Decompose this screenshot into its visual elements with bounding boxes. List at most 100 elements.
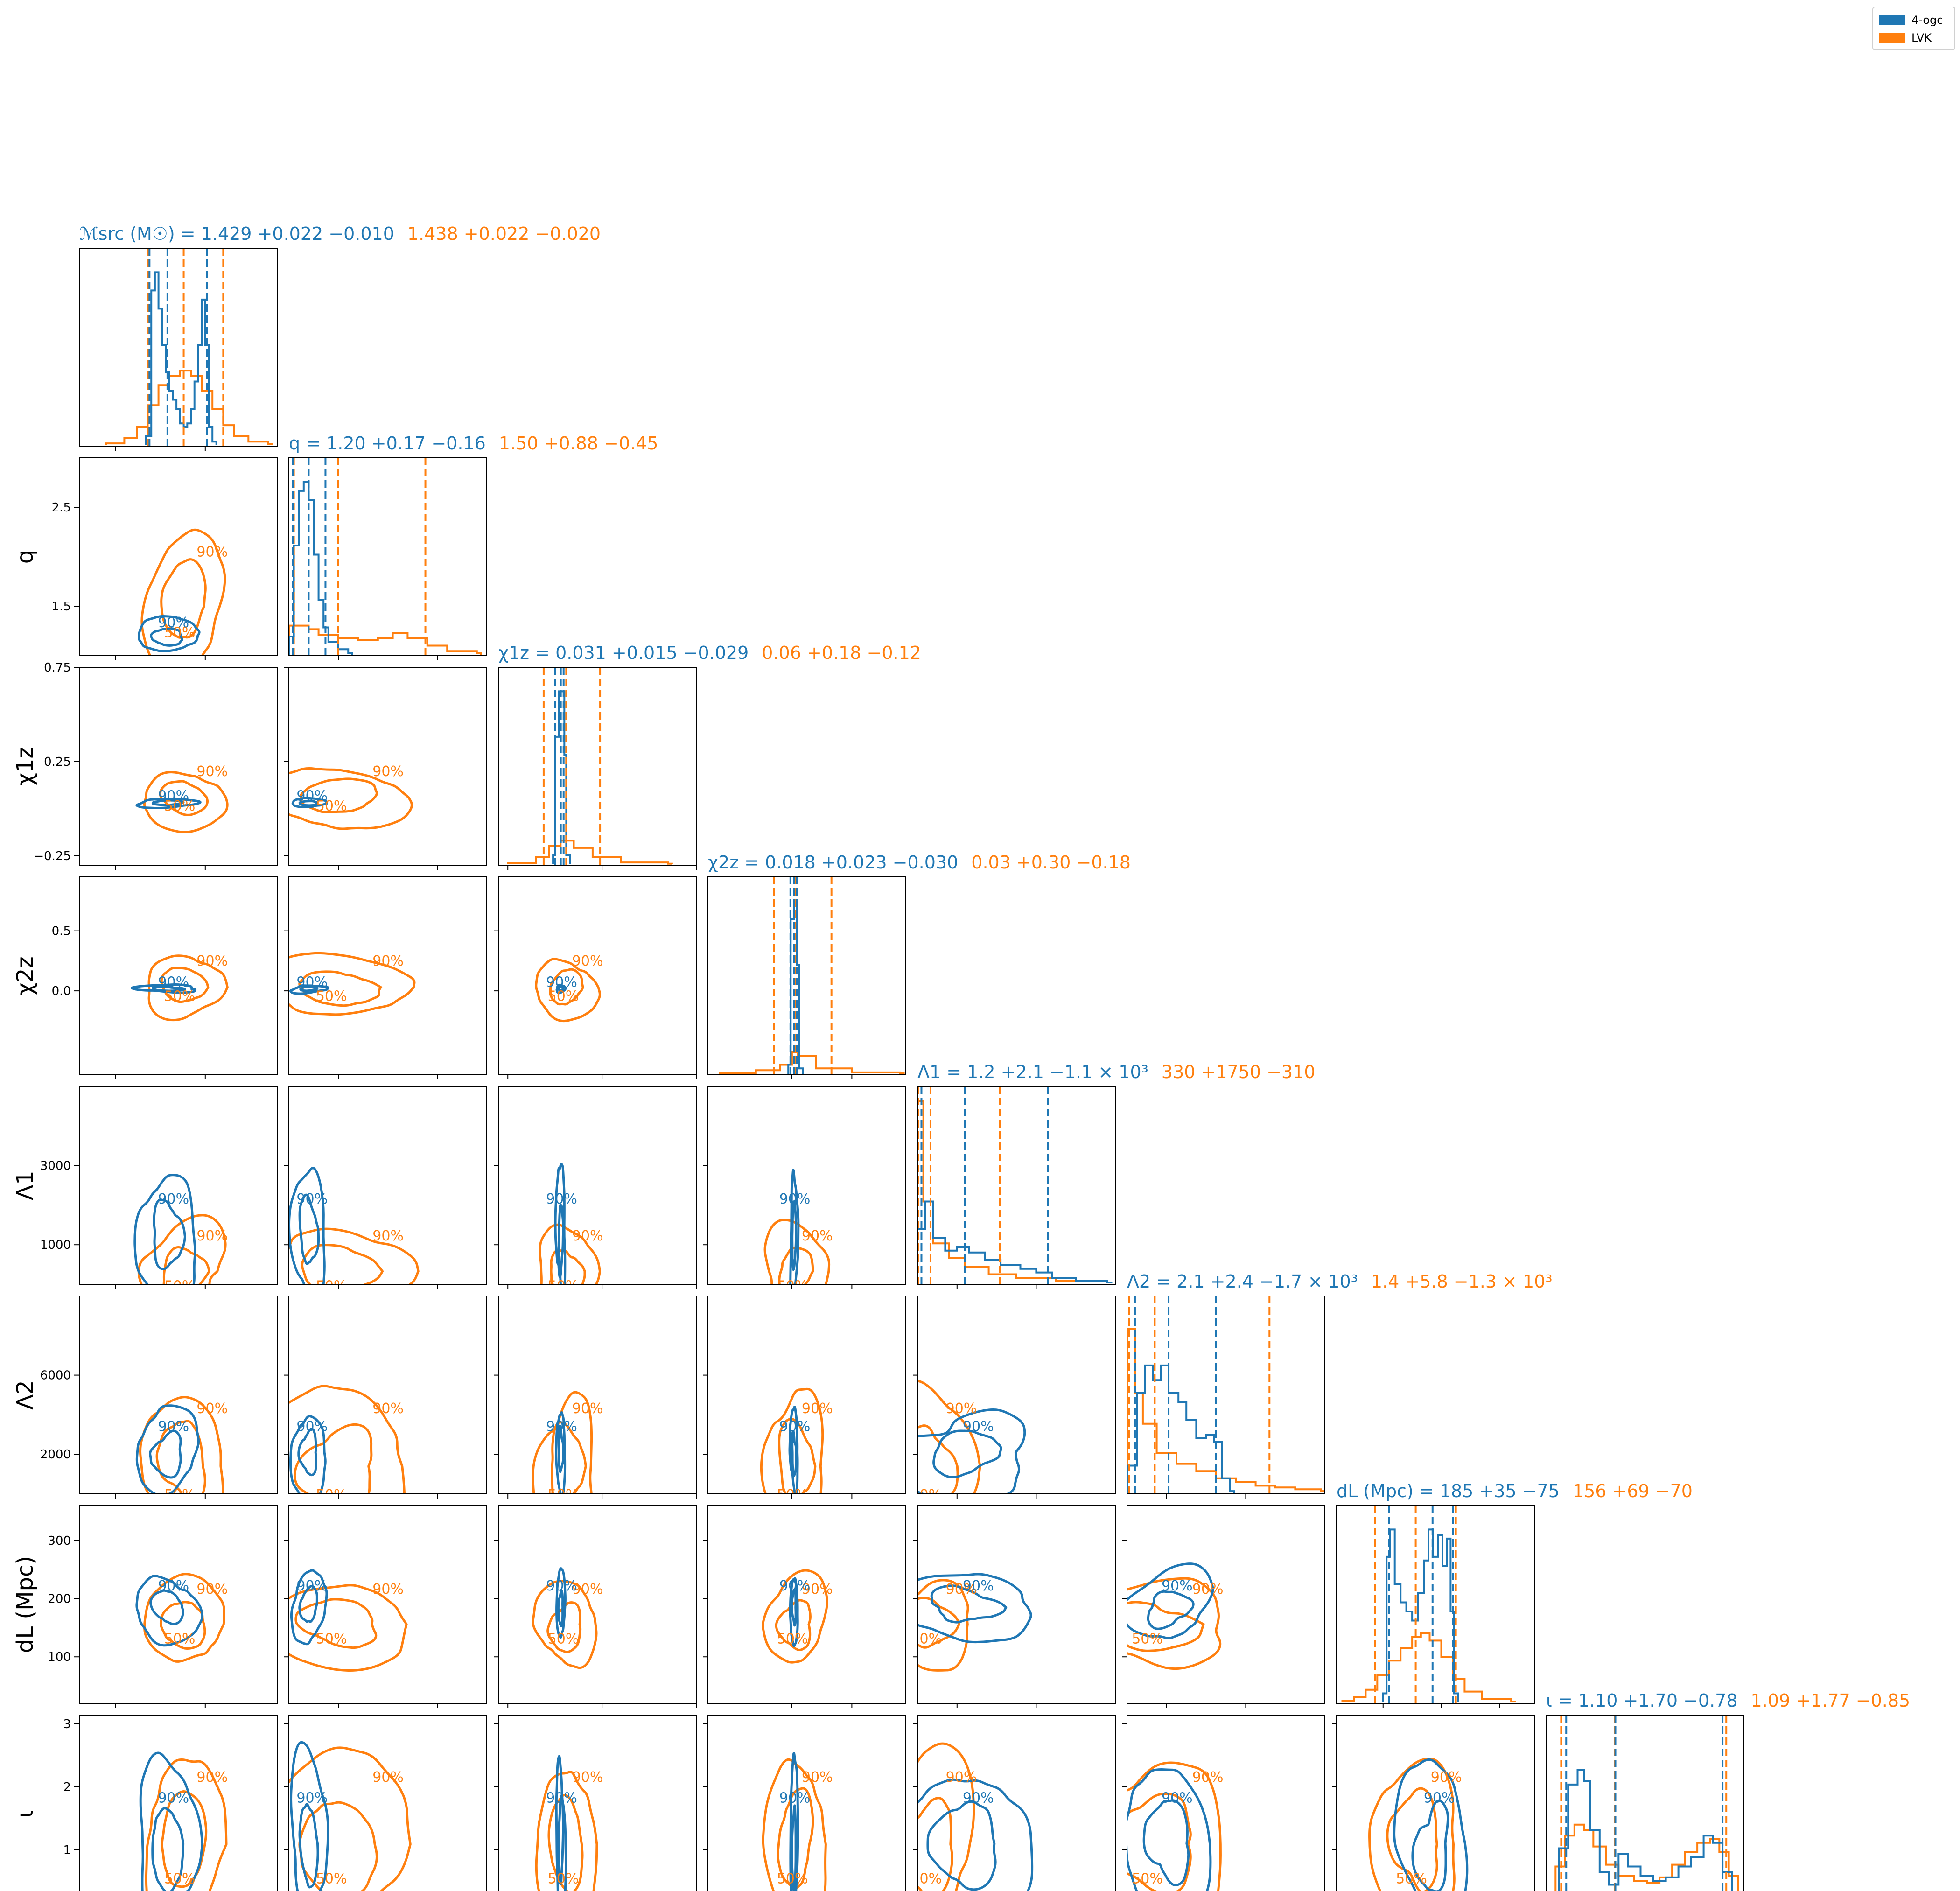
contour-90-lvk (289, 1227, 420, 1284)
panel-mchirp-vs-q: 90%50%90% (79, 457, 278, 656)
contour-90-lvk (535, 1771, 598, 1891)
contour-area: 90%50%90% (133, 1174, 228, 1284)
contour-50-4ogc (1147, 1590, 1195, 1630)
contour-label-90-4ogc: 90% (296, 788, 328, 805)
y-axis-label-chi1z: χ1z (12, 747, 38, 785)
contour-label-90-4ogc: 90% (546, 1790, 577, 1807)
panel-chi2z-vs-dl: 90%50%90% (707, 1505, 906, 1704)
contour-label-50-lvk: 50% (548, 1487, 579, 1503)
contour-90-4ogc (917, 1408, 1026, 1494)
y-tick-label-iota: 2 (63, 1780, 71, 1794)
contour-90-4ogc (290, 1569, 328, 1646)
panel-mchirp-vs-lambda1: 90%50%90% (79, 1086, 278, 1285)
contour-50-lvk (1127, 1601, 1205, 1652)
y-tick-label-chi2z: 0.0 (52, 984, 71, 998)
contour-90-lvk (1127, 1577, 1222, 1670)
contour-label-50-lvk: 50% (777, 1487, 808, 1503)
panel-frame (707, 1296, 906, 1494)
contour-90-lvk (289, 952, 416, 1016)
contour-label-90-lvk: 90% (372, 1228, 404, 1244)
contour-50-lvk (549, 968, 584, 1006)
hist-lvk (917, 1100, 1113, 1283)
contour-label-90-lvk: 90% (196, 1228, 228, 1244)
panel-q-vs-chi1z: 90%50%90% (288, 667, 487, 866)
contour-50-4ogc (1142, 1799, 1190, 1887)
panel-lambda1-vs-iota: 90%50%90% (917, 1715, 1116, 1891)
contour-area: 90%50%90% (131, 953, 229, 1022)
contour-label-50-lvk: 50% (910, 1631, 942, 1647)
contour-90-4ogc (789, 1752, 799, 1891)
contour-50-4ogc (557, 1589, 564, 1627)
contour-90-lvk (535, 958, 601, 1023)
contour-90-4ogc (555, 1411, 567, 1494)
panel-frame (1546, 1715, 1744, 1891)
contour-90-4ogc (139, 1751, 204, 1891)
contour-area: 90%50%90% (135, 1573, 228, 1663)
hist-4ogc (1127, 1364, 1235, 1493)
legend: 4-ogc LVK (1872, 7, 1955, 50)
y-tick-label-lambda1: 3000 (40, 1159, 71, 1173)
panel-frame (498, 1296, 697, 1494)
contour-90-4ogc (135, 1404, 200, 1494)
panel-frame (498, 1505, 697, 1704)
y-axis-label-chi2z: χ2z (12, 956, 38, 995)
legend-swatch-lvk (1879, 33, 1905, 43)
panel-frame (917, 1505, 1116, 1704)
panel-frame (288, 1505, 487, 1704)
title-mchirp-lvk: 1.438 +0.022 −0.020 (407, 224, 601, 244)
panel-chi1z-vs-chi2z: 90%50%90% (498, 876, 697, 1075)
contour-label-50-lvk: 50% (548, 1278, 579, 1294)
contour-90-4ogc (554, 1163, 567, 1284)
contour-50-lvk (1386, 1787, 1438, 1891)
legend-label-4ogc: 4-ogc (1911, 14, 1943, 27)
panel-frame (498, 1086, 697, 1285)
contour-label-50-lvk: 50% (910, 1487, 942, 1503)
contour-label-90-4ogc: 90% (158, 974, 189, 990)
hist-area (1127, 1296, 1325, 1494)
contour-area: 90%50%90% (532, 1391, 603, 1503)
y-tick-label-lambda2: 6000 (40, 1369, 71, 1383)
title-iota-lvk: 1.09 +1.77 −0.85 (1751, 1690, 1911, 1711)
contour-50-4ogc (1411, 1799, 1449, 1891)
y-tick-label-dl: 200 (48, 1592, 71, 1606)
contour-label-90-4ogc: 90% (546, 1418, 577, 1435)
contour-label-50-lvk: 50% (316, 798, 347, 814)
contour-area: 90%50%90% (535, 953, 603, 1023)
contour-label-90-4ogc: 90% (1424, 1790, 1455, 1807)
legend-item-4ogc: 4-ogc (1879, 13, 1943, 27)
contour-area: 90%50%90% (1127, 1761, 1223, 1891)
contour-label-90-4ogc: 90% (158, 788, 189, 805)
contour-label-50-lvk: 50% (1132, 1631, 1163, 1647)
panel-lambda2-vs-iota: 90%50%90% (1127, 1715, 1325, 1891)
contour-label-90-lvk: 90% (196, 1401, 228, 1417)
title-lambda2-lvk: 1.4 +5.8 −1.3 × 10³ (1371, 1271, 1553, 1292)
contour-label-90-lvk: 90% (946, 1401, 977, 1417)
title-chi1z-lvk: 0.06 +0.18 −0.12 (762, 643, 921, 663)
contour-label-90-4ogc: 90% (779, 1790, 811, 1807)
hist-area (1341, 1506, 1516, 1703)
contour-50-lvk (293, 1423, 373, 1494)
contour-50-lvk (777, 1787, 814, 1890)
contour-90-lvk (1127, 1761, 1222, 1891)
contour-90-lvk (539, 1223, 602, 1284)
contour-label-50-lvk: 50% (548, 988, 579, 1005)
panel-frame (79, 667, 278, 866)
contour-50-4ogc (557, 985, 565, 992)
contour-area: 90%50%90% (762, 1752, 833, 1891)
contour-90-4ogc (1127, 1768, 1212, 1891)
y-tick-label-chi1z: −0.25 (34, 849, 71, 863)
y-axis-label-lambda2: Λ2 (12, 1380, 38, 1409)
legend-item-lvk: LVK (1879, 31, 1932, 45)
contour-area: 90%50%90% (289, 952, 416, 1016)
contour-area: 90%50%90% (139, 1751, 228, 1891)
panel-chi1z-vs-dl: 90%50%90% (498, 1505, 697, 1704)
contour-50-lvk (160, 558, 207, 639)
contour-90-lvk (145, 1758, 228, 1891)
panel-frame (79, 457, 278, 656)
y-tick-label-chi2z: 0.5 (52, 924, 71, 938)
contour-label-90-lvk: 90% (946, 1769, 977, 1786)
hist-4ogc (1382, 1528, 1459, 1702)
contour-area: 90%50%90% (135, 1396, 228, 1494)
